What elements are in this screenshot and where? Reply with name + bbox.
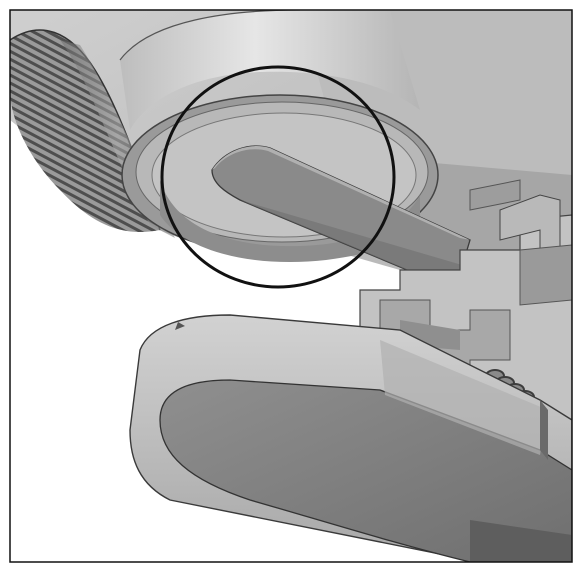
pad-housing (129, 314, 572, 562)
callout-circle (160, 65, 396, 289)
lever-arm (211, 145, 471, 291)
figure-border (9, 9, 573, 563)
